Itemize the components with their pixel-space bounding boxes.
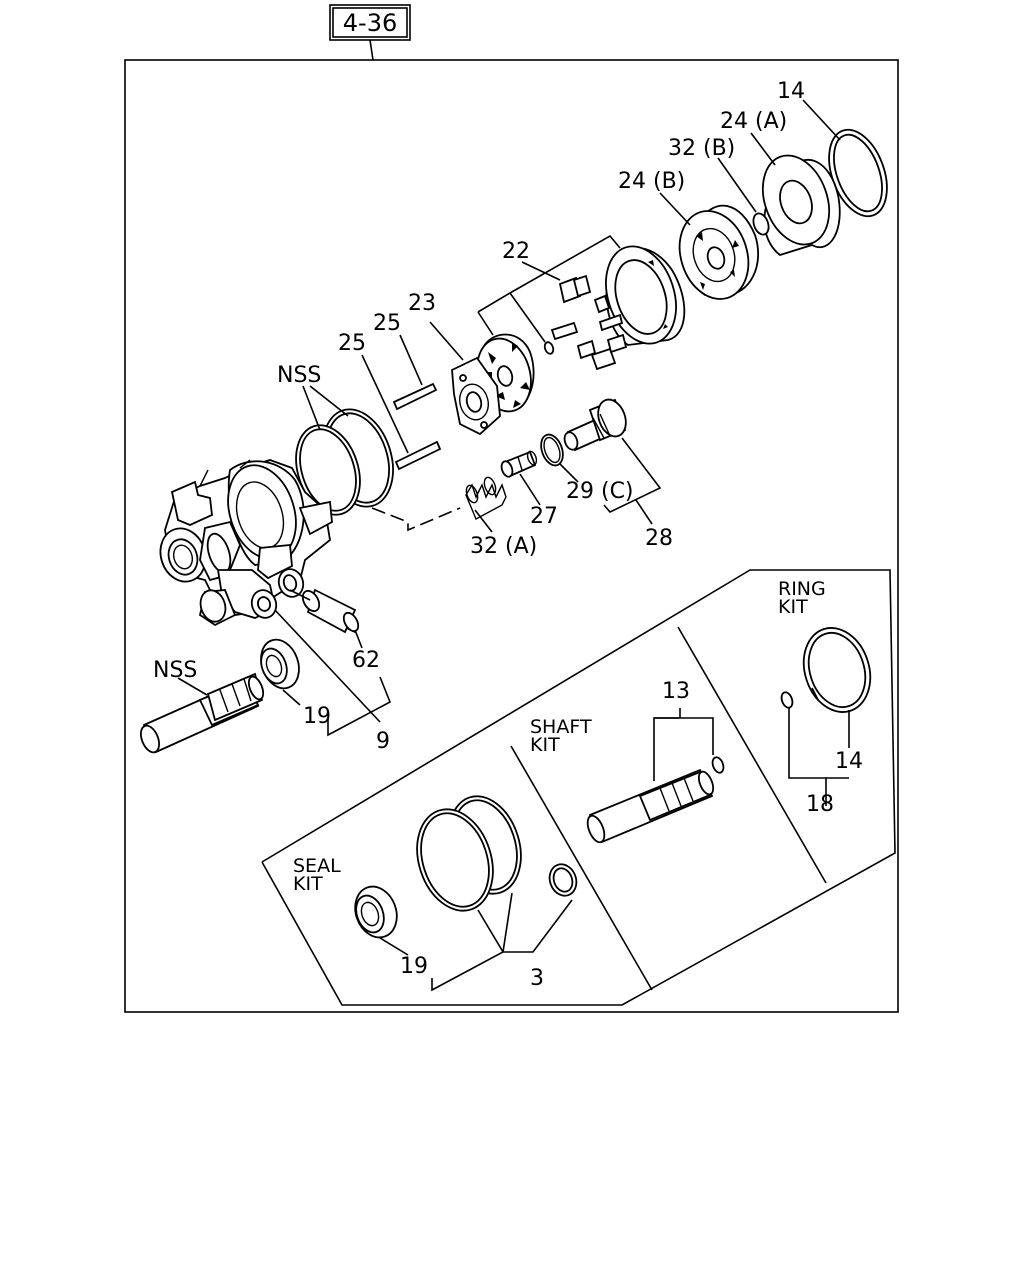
callout-3: 3 — [530, 966, 544, 991]
callout-25-upper: 25 — [373, 311, 401, 336]
ring-kit: RING KIT 14 18 — [778, 578, 872, 817]
union-fitting-62: 62 — [289, 588, 380, 673]
flow-valve-27: 27 — [500, 450, 558, 529]
vanes-22 — [543, 274, 628, 371]
drive-shaft-nss: NSS — [140, 658, 265, 754]
ring-kit-label-2: KIT — [778, 596, 808, 618]
spring-32a: 32 (A) — [465, 476, 537, 559]
callout-32a: 32 (A) — [470, 534, 537, 559]
housing-o-rings-nss: NSS — [277, 363, 394, 516]
page-reference: 4-36 — [329, 4, 411, 61]
callout-62: 62 — [352, 648, 380, 673]
snap-ring-14: 14 — [777, 79, 888, 218]
page-reference-label: 4-36 — [343, 9, 397, 37]
callout-24b: 24 (B) — [618, 169, 685, 194]
thrust-plate-23: 23 — [408, 291, 501, 436]
callout-13: 13 — [662, 679, 690, 704]
callout-22-group: 22 — [477, 234, 621, 343]
ring-kit-label-1: RING — [778, 578, 826, 600]
cam-ring-22 — [605, 245, 686, 346]
callout-22: 22 — [502, 239, 530, 264]
callout-25-lower: 25 — [338, 331, 366, 356]
callout-23: 23 — [408, 291, 436, 316]
drive-shaft-kit — [586, 768, 715, 844]
callout-29c: 29 (C) — [566, 479, 634, 504]
o-ring-29c: 29 (C) — [540, 433, 634, 504]
callout-18: 18 — [806, 792, 834, 817]
callout-24a: 24 (A) — [720, 109, 787, 134]
seal-kit-label-2: KIT — [293, 873, 323, 895]
end-plate-24a: 24 (A) — [720, 109, 841, 256]
pressure-plate-24b: 24 (B) — [618, 169, 760, 300]
seal-kit: SEAL KIT 19 3 — [293, 795, 578, 992]
callout-28: 28 — [645, 526, 673, 551]
callout-19-left: 19 — [303, 704, 331, 729]
shaft-kit-label-1: SHAFT — [530, 716, 592, 738]
callout-27: 27 — [530, 504, 558, 529]
callout-nss-left: NSS — [153, 658, 197, 683]
callout-nss-top: NSS — [277, 363, 321, 388]
callout-32b: 32 (B) — [668, 136, 735, 161]
seal-kit-label-1: SEAL — [293, 855, 341, 877]
connector-plug-28: 28 — [563, 398, 673, 551]
oil-seal-19: 19 — [260, 638, 392, 737]
kits-panel: RING KIT 14 18 SHAFT KIT 13 — [261, 569, 896, 1006]
shaft-kit-label-2: KIT — [530, 734, 560, 756]
callout-9: 9 — [376, 729, 390, 754]
callout-14-ring: 14 — [835, 749, 863, 774]
callout-19-seal: 19 — [400, 954, 428, 979]
dowel-pins-25: 25 25 — [338, 311, 442, 471]
pump-assembly: 14 24 (A) 32 (B) 24 (B) — [140, 79, 888, 754]
main-frame — [124, 59, 899, 1013]
pump-housing-9: 9 — [159, 459, 390, 754]
callout-14-top: 14 — [777, 79, 805, 104]
o-ring-32b: 32 (B) — [668, 136, 770, 236]
shaft-kit: SHAFT KIT 13 — [530, 679, 725, 844]
